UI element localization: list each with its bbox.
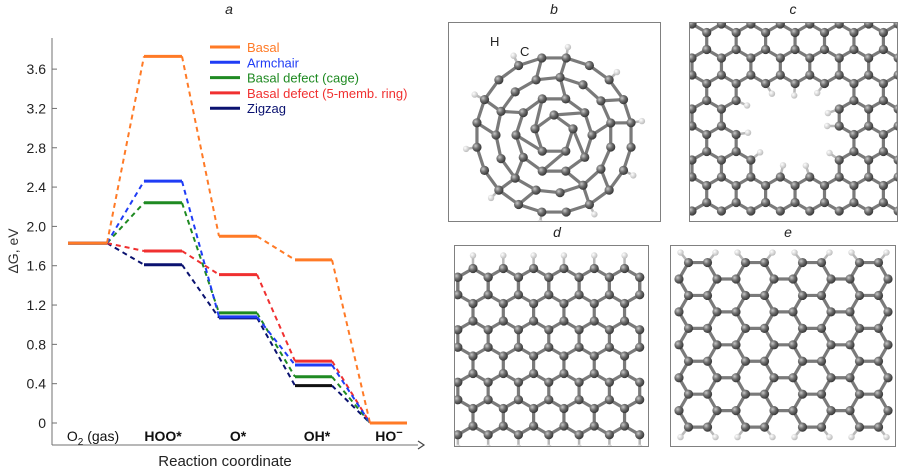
y-tick-label: 0.4 <box>27 376 47 392</box>
connector-line <box>331 360 371 424</box>
x-axis-arrow-icon <box>417 440 426 450</box>
panel-d-label: d <box>553 224 561 240</box>
x-category-label: HOO* <box>144 428 182 444</box>
connector-line <box>106 180 145 244</box>
molecule-render <box>674 249 893 441</box>
y-tick-label: 0 <box>38 415 46 431</box>
legend-label: Basal defect (cage) <box>247 71 359 86</box>
y-tick-label: 2.8 <box>27 140 47 156</box>
connector-line <box>256 312 296 378</box>
panel-b-cluster-structure: H C <box>448 22 661 222</box>
panel-e-label: e <box>784 224 792 240</box>
connector-line <box>106 56 145 244</box>
series-armchair <box>68 179 407 425</box>
connector-line <box>106 242 145 252</box>
hydrogen-atom-label: H <box>490 34 500 49</box>
connector-line <box>331 384 371 424</box>
x-category-label: HO− <box>375 427 402 444</box>
x-category-label: O2 (gas) <box>67 428 119 448</box>
connector-line <box>331 376 371 424</box>
connector-line <box>256 274 296 362</box>
connector-line <box>256 317 296 387</box>
y-axis-label: ΔG, eV <box>5 228 21 274</box>
panel-c-basal-defect-structure <box>689 22 898 222</box>
y-tick-label: 1.2 <box>27 297 47 313</box>
connector-line <box>181 56 220 237</box>
panel-d-zigzag-structure <box>454 245 649 447</box>
free-energy-chart: 0 0.4 0.8 1.2 1.6 2.0 2.4 2.8 3.2 3.6ΔG, eV Reacti… <box>5 38 426 470</box>
molecule-render <box>690 23 897 216</box>
carbon-atom-label: C <box>520 44 530 59</box>
series-basal-defect-5-memb-ring- <box>68 241 407 425</box>
y-tick-label: 2.4 <box>27 179 47 195</box>
series-basal <box>68 54 407 425</box>
x-axis-label: Reaction coordinate <box>158 453 291 470</box>
y-tick-label: 1.6 <box>27 258 47 274</box>
connector-line <box>181 202 220 314</box>
legend-label: Basal defect (5-memb. ring) <box>247 86 407 101</box>
connector-line <box>256 235 296 261</box>
connector-line <box>181 250 220 276</box>
x-category-label: OH* <box>304 428 331 444</box>
connector-line <box>106 202 145 244</box>
series-zigzag <box>68 241 407 425</box>
y-tick-label: 0.8 <box>27 336 47 352</box>
y-tick-label: 2.0 <box>27 218 47 234</box>
connector-line <box>331 364 371 424</box>
connector-line <box>181 264 220 319</box>
connector-line <box>256 316 296 366</box>
panel-e-armchair-structure <box>670 245 896 447</box>
legend-label: Zigzag <box>247 101 286 116</box>
legend-label: Armchair <box>247 55 300 70</box>
molecule-render <box>455 252 645 446</box>
legend-label: Basal <box>247 40 280 55</box>
x-category-label: O* <box>230 428 247 444</box>
y-tick-label: 3.6 <box>27 61 47 77</box>
molecule-render <box>462 43 646 221</box>
y-tick-label: 3.2 <box>27 100 47 116</box>
panel-a-label: a <box>225 1 233 17</box>
panel-b-label: b <box>550 1 558 17</box>
connector-line <box>331 259 371 424</box>
panel-c-label: c <box>789 1 797 17</box>
connector-line <box>106 242 145 266</box>
connector-line <box>181 180 220 318</box>
